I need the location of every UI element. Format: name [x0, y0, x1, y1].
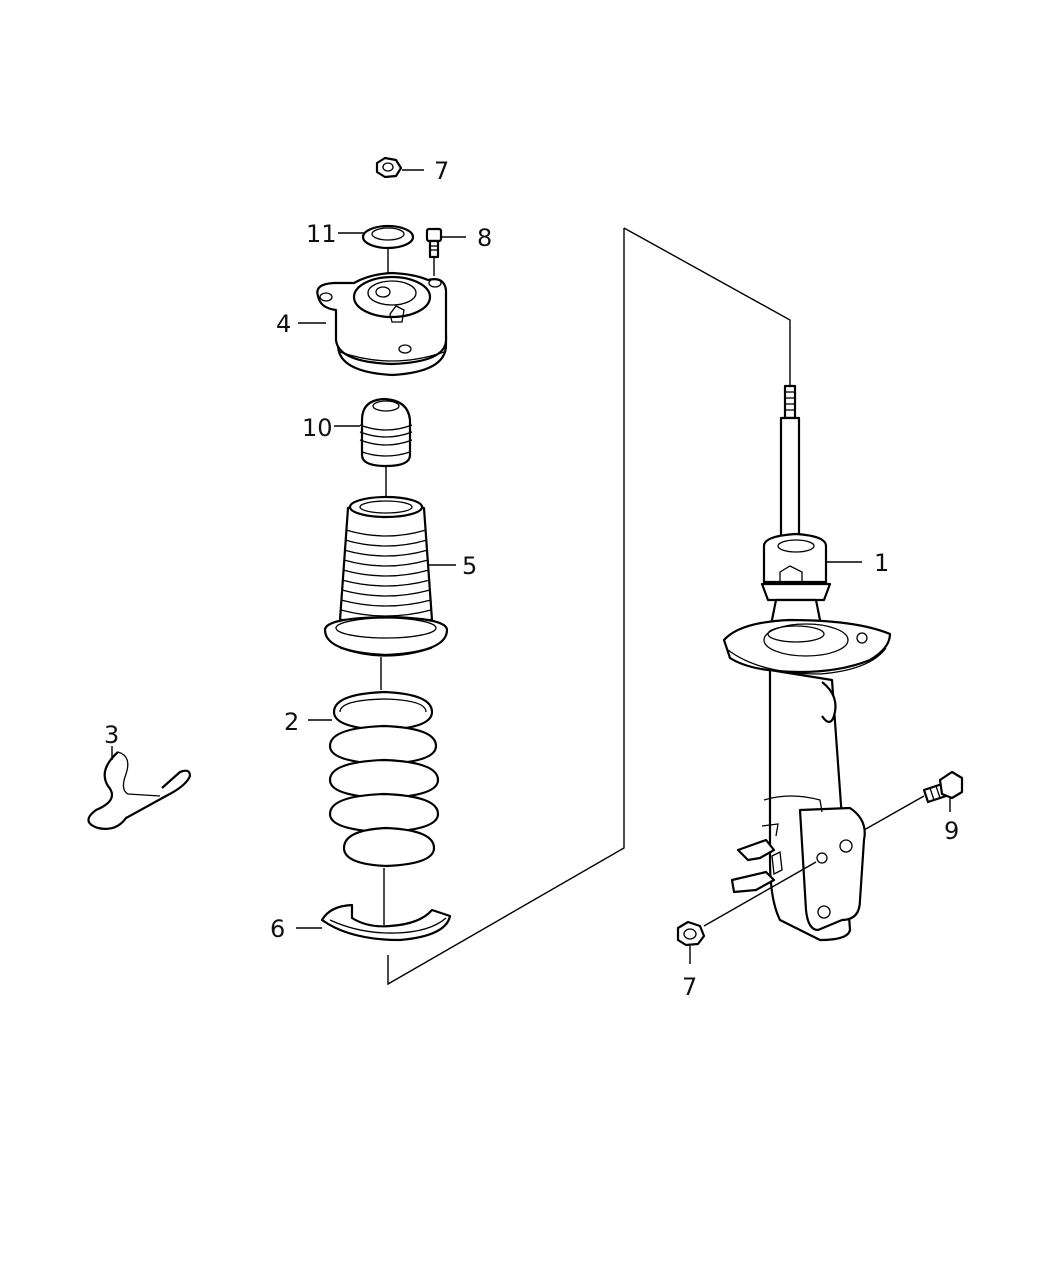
- part-1-strut-assembly: [722, 384, 892, 942]
- callout-1: 1: [874, 549, 889, 577]
- part-2-coil-spring: [308, 690, 440, 925]
- assembly-outline: [387, 227, 791, 986]
- callout-8: 8: [477, 224, 492, 252]
- part-11-washer: [338, 224, 415, 277]
- callout-2: 2: [284, 708, 299, 736]
- callout-4: 4: [276, 310, 291, 338]
- part-5-dust-boot: [323, 495, 456, 690]
- callout-6: 6: [270, 915, 285, 943]
- part-8-bolt: [425, 227, 466, 276]
- part-9-bolt: [863, 770, 964, 831]
- callout-9: 9: [944, 817, 959, 845]
- part-7-nut-bottom: [676, 861, 817, 964]
- callout-7-top: 7: [434, 157, 449, 185]
- part-4-strut-mount: [298, 271, 448, 377]
- part-3-spring-clip: [87, 746, 192, 830]
- part-7-nut-top: [375, 156, 424, 179]
- part-10-jounce-bumper: [334, 397, 413, 500]
- callout-11: 11: [306, 220, 337, 248]
- callout-3: 3: [104, 721, 119, 749]
- callout-10: 10: [302, 414, 333, 442]
- callout-7-bottom: 7: [682, 973, 697, 1001]
- callout-5: 5: [462, 552, 477, 580]
- part-6-spring-isolator: [296, 903, 452, 942]
